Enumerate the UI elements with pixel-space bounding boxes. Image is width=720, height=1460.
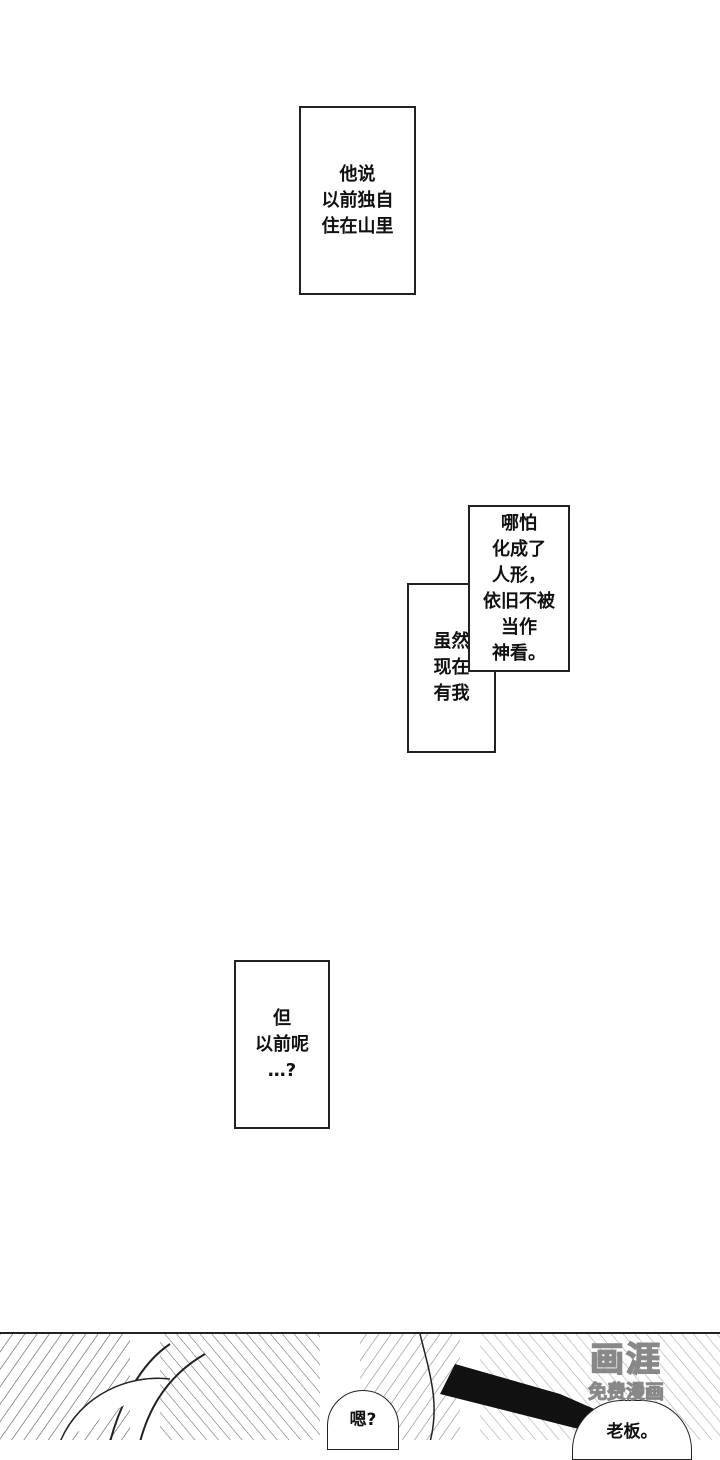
caption-text-4: 但 以前呢 …? — [255, 1007, 309, 1081]
caption-text-1: 他说 以前独自 住在山里 — [321, 163, 394, 237]
caption-text-3: 虽然 现在 有我 — [433, 631, 470, 704]
caption-box-1: 他说 以前独自 住在山里 — [299, 106, 416, 295]
speech-text-left: 嗯? — [349, 1410, 377, 1430]
watermark-logo: 画涯 — [589, 1339, 662, 1381]
caption-box-2: 哪怕 化成了 人形， 依旧不被 当作 神看。 — [468, 505, 570, 672]
caption-box-4: 但 以前呢 …? — [234, 960, 330, 1129]
watermark: 画涯 免费漫画 — [566, 1339, 686, 1422]
caption-text-2: 哪怕 化成了 人形， 依旧不被 当作 神看。 — [483, 512, 555, 664]
speech-text-right: 老板。 — [606, 1422, 658, 1442]
watermark-subtitle: 免费漫画 — [587, 1381, 664, 1404]
